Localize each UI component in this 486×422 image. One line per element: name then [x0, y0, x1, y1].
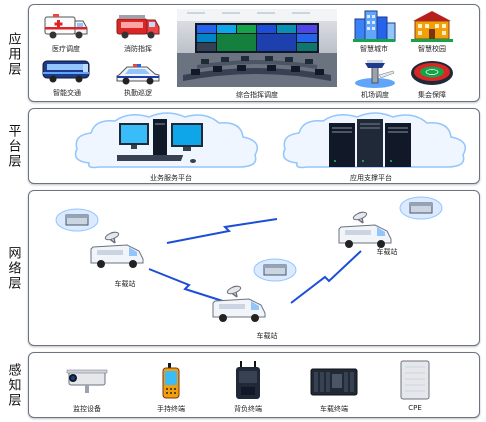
- caption-smart-campus: 智慧校园: [418, 45, 446, 53]
- caption-vehicle-station-1: 车载站: [114, 280, 136, 288]
- handheld-terminal-icon: [161, 363, 181, 399]
- desktop-computer-icon: [117, 117, 207, 169]
- server-rack-icon: [325, 117, 415, 169]
- caption-backpack-terminal: 背负终端: [234, 405, 262, 413]
- caption-handheld-terminal: 手持终端: [157, 405, 185, 413]
- caption-cpe: CPE: [408, 404, 422, 412]
- surveillance-camera-icon: [63, 367, 111, 395]
- caption-airport-dispatch: 机场调度: [361, 91, 389, 99]
- smart-city-icon: [351, 9, 397, 43]
- network-layer-box: 车载站 车载站: [28, 190, 480, 346]
- caption-smart-city: 智慧城市: [360, 45, 388, 53]
- command-center-image: [177, 9, 337, 87]
- ambulance-icon: [43, 11, 89, 41]
- caption-fire-command: 消防指挥: [124, 45, 152, 53]
- caption-vehicle-station-3: 车载站: [376, 248, 398, 256]
- layer-label-network: 网络层: [5, 245, 21, 291]
- satellite-terminal-icon: [55, 207, 99, 233]
- stadium-icon: [409, 57, 455, 87]
- satellite-terminal-icon: [399, 195, 443, 221]
- caption-monitoring-device: 监控设备: [73, 405, 101, 413]
- perception-layer-box: 监控设备 手持终端 背负终端 车载终端 C: [28, 352, 480, 418]
- vehicle-station-icon: [87, 229, 147, 271]
- platform-layer-box: 业务服务平台 应用支撑平台: [28, 108, 480, 184]
- airport-tower-icon: [353, 55, 397, 89]
- satellite-terminal-icon: [253, 257, 297, 283]
- wireless-links: [148, 218, 362, 304]
- layer-label-application: 应用层: [5, 31, 21, 77]
- bus-icon: [41, 57, 91, 85]
- cpe-device-icon: [399, 359, 431, 401]
- caption-integrated-command: 综合指挥调度: [236, 91, 278, 99]
- backpack-terminal-icon: [233, 361, 263, 401]
- caption-smart-traffic: 智能交通: [53, 89, 81, 97]
- caption-vehicle-station-2: 车载站: [256, 332, 278, 340]
- vehicle-station-icon: [335, 209, 395, 251]
- vehicle-terminal-icon: [309, 365, 359, 397]
- caption-business-service-platform: 业务服务平台: [150, 174, 192, 182]
- fire-truck-icon: [115, 11, 161, 41]
- layer-label-perception: 感知层: [5, 362, 21, 408]
- caption-duty-patrol: 执勤巡逻: [124, 89, 152, 97]
- caption-gathering-support: 集会保障: [418, 91, 446, 99]
- vehicle-station-icon: [209, 283, 269, 325]
- layer-label-platform: 平台层: [5, 123, 21, 169]
- caption-medical-dispatch: 医疗调度: [52, 45, 80, 53]
- smart-campus-icon: [409, 9, 455, 43]
- police-car-icon: [115, 61, 161, 87]
- caption-vehicle-terminal: 车载终端: [320, 405, 348, 413]
- application-layer-box: 医疗调度 消防指挥 智能交通 执勤巡逻: [28, 4, 480, 102]
- caption-application-support-platform: 应用支撑平台: [350, 174, 392, 182]
